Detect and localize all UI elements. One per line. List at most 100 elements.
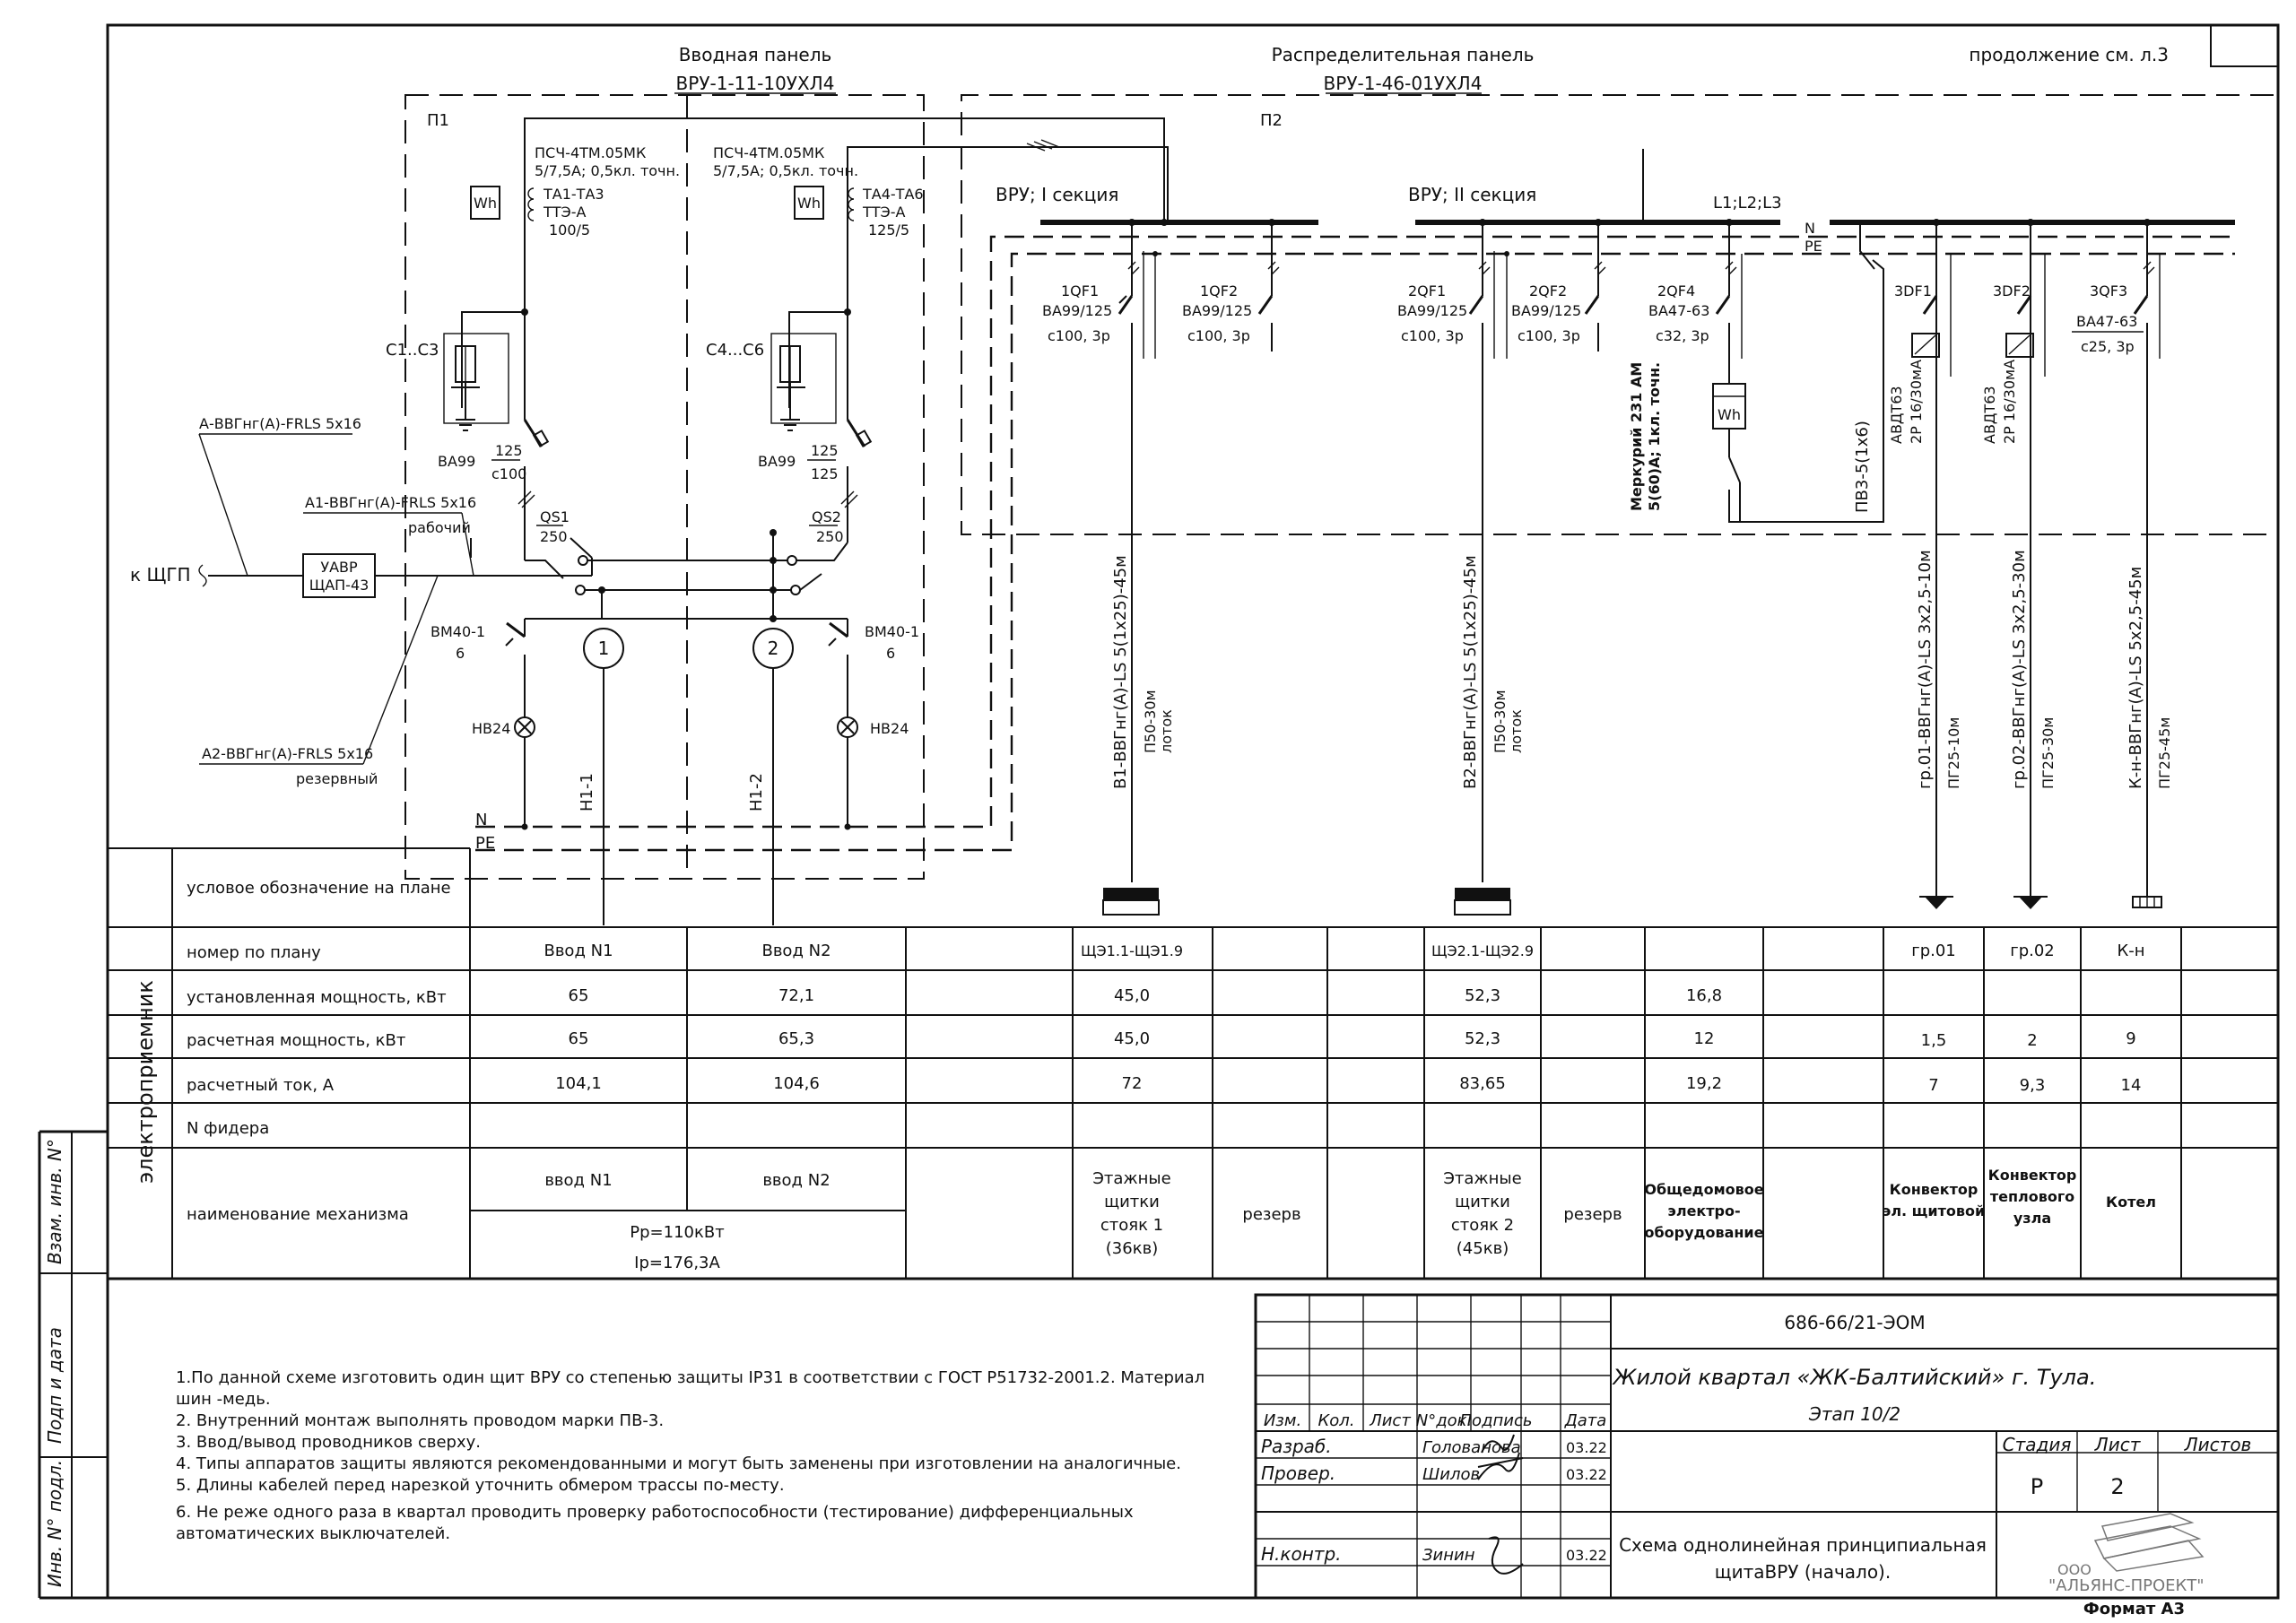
tb-project-name: Жилой квартал «ЖК-Балтийский» г. Тула. [1612, 1365, 2097, 1390]
title-block: Изм. Кол. Лист N°док. Подпись Дата Разра… [1254, 1293, 2280, 1619]
logo-company-name: "АЛЬЯНС-ПРОЕКТ" [2048, 1576, 2205, 1595]
cable-b1-label: В1-ВВГнг(А)-LS 5(1х25)-45м [1111, 555, 1130, 789]
cable-a1-label: А1-ВВГнг(А)-FRLS 5х16 [305, 494, 476, 511]
avr-unit [302, 553, 376, 598]
cable-gr01-conduit: ПГ25-10м [1945, 717, 1962, 789]
cell-calc-shch32: 52,3 [1465, 1029, 1500, 1048]
row-label-calc-current: расчетный ток, А [187, 1076, 335, 1095]
breaker-2qf4-label: 2QF4 [1657, 282, 1695, 299]
cable-a2-label: А2-ВВГнг(А)-FRLS 5х16 [202, 745, 373, 762]
cell-curr-shch31: 72 [1122, 1074, 1143, 1093]
cell-curr-gr01: 7 [1928, 1076, 1938, 1095]
breaker-3qf3-label: 3QF3 [2090, 282, 2127, 299]
pe-bus-label: PE [1805, 238, 1822, 255]
breaker-3df2: 3DF2 АВДТ63 2Р 16/30мА гр.02-ВВГнг(А)-LS… [1981, 219, 2057, 909]
breaker-bm2-type: ВМ40-1 [865, 623, 919, 640]
section-p2-label: П2 [1260, 111, 1283, 130]
breaker-bm2-rating: 6 [886, 645, 895, 662]
cell-mech-common-c: оборудование [1645, 1224, 1764, 1241]
breaker-2qf2-type: ВА99/125 [1511, 302, 1581, 319]
breaker-1qf1-rating: с100, 3р [1048, 327, 1110, 344]
cell-plan-vvod2: Ввод N2 [761, 942, 831, 960]
cell-plan-kn: К-н [2117, 942, 2144, 960]
cable-gr01-label: гр.01-ВВГнг(А)-LS 3х2,5-10м [1916, 550, 1935, 789]
breaker-2qf1-label: 2QF1 [1408, 282, 1446, 299]
cell-mech-vvod2: ввод N2 [762, 1171, 830, 1190]
input-1-chain: ПСЧ-4ТМ.05МК 5/7,5А; 0,5кл. точн. Wh ТА1… [386, 143, 773, 925]
breaker-2qf4: Wh 2QF4 ВА47-63 с32, 3р Меркурий 231 АМ … [1628, 219, 1884, 523]
cell-mech-gr01-b: эл. щитовой [1883, 1202, 1985, 1219]
breaker-3qf3-rating: с25, 3р [2081, 338, 2135, 355]
cell-mech-floor1-c: стояк 1 [1100, 1216, 1163, 1235]
stamp-inv-orig: Инв. N° подл. [44, 1460, 65, 1587]
note-6-line-1: 6. Не реже одного раза в квартал проводи… [176, 1503, 1134, 1522]
meter-1-model: ПСЧ-4ТМ.05МК [535, 144, 647, 161]
tb-stage-name: Этап 10/2 [1808, 1403, 1900, 1425]
tb-date-developer: 03.22 [1566, 1439, 1607, 1456]
tb-date-norm: 03.22 [1566, 1547, 1607, 1564]
cell-plan-gr01: гр.01 [1911, 942, 1956, 960]
note-1-line-2: шин -медь. [176, 1390, 271, 1409]
cell-inst-common: 16,8 [1686, 986, 1722, 1005]
signature-norm-icon [1488, 1536, 1524, 1575]
rcd-1-icon [1911, 333, 1940, 358]
cable-b1-tray: лоток [1158, 709, 1175, 753]
cell-mech-pr-total: Рр=110кВт [630, 1223, 724, 1242]
breaker-1qf2-rating: с100, 3р [1187, 327, 1250, 344]
cell-mech-floor2-d: (45кв) [1457, 1239, 1509, 1258]
section-p1-label: П1 [427, 111, 449, 130]
cell-mech-gr02-a: Конвектор [1988, 1167, 2077, 1184]
n-bus-label: N [1805, 220, 1815, 237]
input-2-chain: ПСЧ-4ТМ.05МК 5/7,5А; 0,5кл. точн. Wh ТА4… [706, 139, 1169, 925]
rcd-2-icon [2005, 333, 2034, 358]
cell-mech-kn: Котел [2106, 1193, 2156, 1211]
meter-2-spec: 5/7,5А; 0,5кл. точн. [713, 162, 858, 179]
ct-1-label: ТА1-ТА3 [543, 186, 604, 203]
distribution-panel-title: Распределительная панель [1272, 44, 1535, 65]
note-3: 3. Ввод/вывод проводников сверху. [176, 1433, 481, 1452]
n-conductor-label: N [475, 811, 487, 829]
distribution-panel-model: ВРУ-1-46-01УХЛ4 [1324, 73, 1483, 94]
cell-calc-gr02: 2 [2027, 1031, 2037, 1050]
cell-mech-vvod1: ввод N1 [544, 1171, 612, 1190]
breaker-2qf4-rating: с32, 3р [1656, 327, 1709, 344]
surge-protector-2-icon [770, 333, 837, 424]
switch-qs2-rating: 250 [816, 528, 844, 545]
breaker-3df1-type: АВДТ63 [1888, 386, 1905, 444]
breaker-3df2-rating: 2Р 16/30мА [2001, 360, 2018, 444]
cell-mech-reserve-2: резерв [1563, 1205, 1622, 1224]
breaker-3qf3: 3QF3 ВА47-63 с25, 3р К-н-ВВГнг(А)-LS 5х2… [2072, 219, 2173, 908]
ct-1-type: ТТЭ-А [543, 204, 586, 221]
tb-head-izm: Изм. [1264, 1411, 1301, 1430]
avr-label-2: ЩАП-43 [309, 577, 370, 594]
cell-calc-vvod2: 65,3 [778, 1029, 814, 1048]
notes: 1.По данной схеме изготовить один щит ВР… [176, 1368, 1205, 1543]
ct-1-ratio: 100/5 [549, 221, 590, 239]
breaker-2qf1: 2QF1 ВА99/125 с100, 3р В2-ВВГнг(А)-LS 5(… [1397, 219, 1525, 916]
row-label-plan-number: номер по плану [187, 943, 321, 962]
wh-meter-2-symbol: Wh [797, 195, 821, 212]
cable-a-label: А-ВВГнг(А)-FRLS 5х16 [199, 415, 361, 432]
cell-mech-ir-total: Iр=176,3А [634, 1254, 720, 1272]
row-label-calc-power: расчетная мощность, кВт [187, 1031, 405, 1050]
note-6-line-2: автоматических выключателей. [176, 1524, 450, 1543]
breaker-in1-curve: с100 [491, 465, 526, 482]
cable-b2-conduit: П50-30м [1492, 690, 1509, 753]
note-5: 5. Длины кабелей перед нарезкой уточнить… [176, 1476, 785, 1495]
cell-mech-floor2-a: Этажные [1443, 1169, 1521, 1188]
cell-mech-gr02-b: теплового [1990, 1188, 2074, 1205]
breaker-2qf2: 2QF2 ВА99/125 с100, 3р [1511, 219, 1606, 352]
tb-head-kol: Кол. [1318, 1411, 1354, 1430]
switch-qs2-label: QS2 [812, 508, 841, 525]
surge-protector-2-label: С4...С6 [706, 341, 764, 360]
cell-mech-common-b: электро- [1667, 1202, 1740, 1219]
cable-h1-label: Н1-1 [578, 773, 596, 812]
drawing-frame: Взам. инв. N° Подп и дата Инв. N° подл. [38, 23, 2280, 1600]
wh-meter-2-icon [794, 186, 824, 220]
tb-col-sheets: Листов [2184, 1434, 2252, 1455]
breaker-1qf2-type: ВА99/125 [1182, 302, 1252, 319]
pe-conductor-label: PE [475, 834, 495, 853]
cable-gr02-conduit: ПГ25-30м [2039, 717, 2057, 789]
tb-role-norm: Н.контр. [1261, 1543, 1342, 1565]
